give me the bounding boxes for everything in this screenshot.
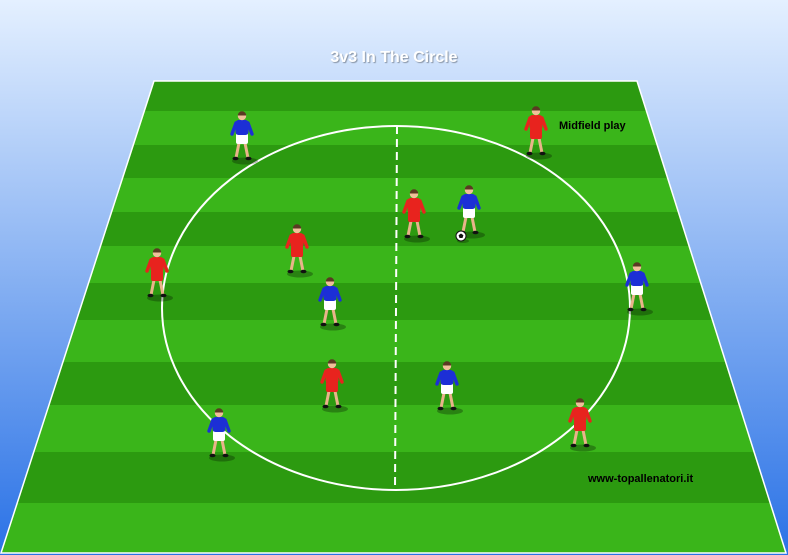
grass-stripe [1, 283, 786, 320]
red-player-icon [568, 398, 596, 452]
grass-stripe [1, 452, 786, 503]
pitch-outline [0, 80, 788, 554]
blue-player-icon [318, 277, 346, 331]
blue-player-icon [230, 111, 258, 165]
grass-stripe [1, 362, 786, 405]
blue-player-icon [457, 185, 485, 239]
midfield-annotation: Midfield play [559, 120, 626, 132]
blue-player-icon [207, 408, 235, 462]
halfway-line [394, 125, 398, 491]
blue-player-icon [625, 262, 653, 316]
grass-stripe [1, 212, 786, 246]
red-player-icon [145, 248, 173, 302]
diagram-title: 3v3 In The Circle [330, 49, 458, 66]
grass-stripe [1, 405, 786, 452]
red-player-icon [524, 106, 552, 160]
website-watermark: www-topallenatori.it [588, 473, 694, 485]
red-player-icon [402, 189, 430, 243]
grass-stripe [1, 503, 786, 553]
players-layer [145, 106, 653, 462]
grass-stripe [1, 320, 786, 362]
blue-player-icon [435, 361, 463, 415]
red-player-icon [285, 224, 313, 278]
grass-stripe [1, 178, 786, 212]
red-player-icon [320, 359, 348, 413]
ball-icon [455, 230, 469, 243]
ball-layer [455, 230, 469, 243]
grass-stripe [1, 246, 786, 283]
